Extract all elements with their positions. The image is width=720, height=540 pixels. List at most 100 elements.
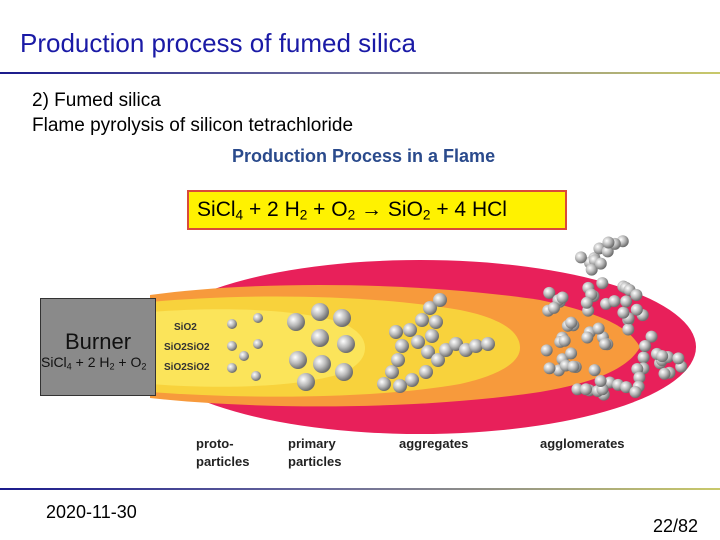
eq-sub-2a: 2 — [299, 207, 308, 223]
slide-title: Production process of fumed silica — [20, 28, 416, 58]
burner-eq-h: + 2 H — [71, 354, 110, 370]
aggregate-particle — [481, 337, 495, 351]
proto-particle — [227, 319, 237, 329]
primary-particle — [337, 335, 355, 353]
molecule-label-3: SiO2SiO2 — [164, 362, 210, 373]
aggregate-particle — [405, 373, 419, 387]
stage-aggregates: aggregates — [399, 435, 468, 453]
primary-particle — [313, 355, 331, 373]
aggregate-particle — [415, 313, 429, 327]
eq-sub-4: 4 — [235, 207, 244, 223]
stage-label: proto- — [196, 436, 234, 451]
agglomerate-particle — [543, 362, 556, 375]
aggregate-particle — [431, 353, 445, 367]
agglomerate-particle — [592, 322, 605, 335]
agglomerate-particle — [580, 383, 593, 396]
reaction-equation: SiCl4 + 2 H2 + O2 → SiO2 + 4 HCl — [187, 190, 567, 230]
eq-plus-o: + O — [307, 198, 348, 221]
stage-primary-particles: primary particles — [288, 435, 341, 471]
proto-particle — [227, 363, 237, 373]
subtitle-line-2: Flame pyrolysis of silicon tetrachloride — [32, 115, 354, 136]
aggregate-particle — [419, 365, 433, 379]
burner-equation: SiCl4 + 2 H2 + O2 — [41, 354, 146, 371]
stage-label: agglomerates — [540, 436, 625, 451]
agglomerate-particle — [620, 295, 633, 308]
stage-proto-particles: proto- particles — [196, 435, 249, 471]
stage-agglomerates: agglomerates — [540, 435, 625, 453]
eq-sio: SiO — [387, 198, 423, 221]
agglomerate-particle — [633, 371, 646, 384]
agglomerate-particle — [602, 236, 615, 249]
primary-particle — [297, 373, 315, 391]
agglomerate-particle — [558, 334, 571, 347]
subtitle-block: 2) Fumed silica Flame pyrolysis of silic… — [32, 88, 353, 138]
aggregate-particle — [389, 325, 403, 339]
agglomerate-particle — [580, 296, 593, 309]
agglomerate-particle — [645, 330, 658, 343]
aggregate-particle — [391, 353, 405, 367]
subtitle-line-1: 2) Fumed silica — [32, 90, 161, 111]
agglomerate-particle — [637, 351, 650, 364]
agglomerate-particle — [594, 375, 607, 388]
agglomerate-particle — [622, 323, 635, 336]
agglomerate-particle — [565, 316, 578, 329]
burner-label: Burner — [65, 329, 132, 354]
agglomerate-particle — [581, 331, 594, 344]
stage-label: particles — [196, 454, 250, 469]
aggregate-particle — [395, 339, 409, 353]
aggregate-particle — [385, 365, 399, 379]
eq-sub-2b: 2 — [347, 207, 356, 223]
aggregate-particle — [433, 293, 447, 307]
stage-label: particles — [288, 454, 342, 469]
agglomerate-particle — [639, 340, 652, 353]
molecule-label-1: SiO2 — [174, 322, 197, 333]
eq-arrow: → — [355, 198, 388, 221]
eq-hcl: + 4 HCl — [430, 198, 507, 221]
stage-label: aggregates — [399, 436, 469, 451]
agglomerate-particle — [630, 303, 643, 316]
primary-particle — [333, 309, 351, 327]
aggregate-particle — [403, 323, 417, 337]
agglomerate-particle — [620, 381, 633, 394]
eq-plus-h: + 2 H — [243, 198, 300, 221]
agglomerate-particle — [543, 286, 556, 299]
primary-particle — [335, 363, 353, 381]
agglomerate-particle — [567, 360, 580, 373]
agglomerate-particle — [585, 263, 598, 276]
primary-particle — [311, 303, 329, 321]
footer-rule — [0, 488, 720, 490]
burner-box: Burner SiCl4 + 2 H2 + O2 — [40, 298, 156, 396]
primary-particle — [289, 351, 307, 369]
agglomerate-particle — [672, 352, 685, 365]
aggregate-particle — [425, 329, 439, 343]
slide-date: 2020-11-30 — [46, 502, 137, 522]
agglomerate-particle — [599, 338, 612, 351]
page-number: 22/82 — [652, 516, 698, 536]
figure-title: Production Process in a Flame — [232, 146, 496, 166]
molecule-label-2: SiO2SiO2 — [164, 342, 210, 353]
eq-cl: Cl — [215, 198, 236, 221]
aggregate-particle — [393, 379, 407, 393]
aggregate-particle — [429, 315, 443, 329]
aggregate-particle — [377, 377, 391, 391]
agglomerate-particle — [629, 386, 642, 399]
burner-eq-sicl: SiCl — [41, 354, 67, 370]
agglomerate-particle — [596, 277, 609, 290]
proto-particle — [253, 339, 263, 349]
agglomerate-particle — [617, 306, 630, 319]
agglomerate-particle — [574, 251, 587, 264]
agglomerate-particle — [656, 350, 669, 363]
agglomerate-particle — [601, 245, 614, 258]
burner-eq-o: + O — [114, 354, 142, 370]
aggregate-particle — [469, 339, 483, 353]
aggregate-particle — [421, 345, 435, 359]
burner-eq-sub2a: 2 — [109, 361, 115, 372]
particle-spheres — [227, 235, 688, 401]
burner-eq-sub2b: 2 — [141, 361, 147, 372]
agglomerate-particle — [588, 364, 601, 377]
primary-particle — [311, 329, 329, 347]
agglomerate-particle — [630, 288, 643, 301]
agglomerate-particle — [594, 257, 607, 270]
